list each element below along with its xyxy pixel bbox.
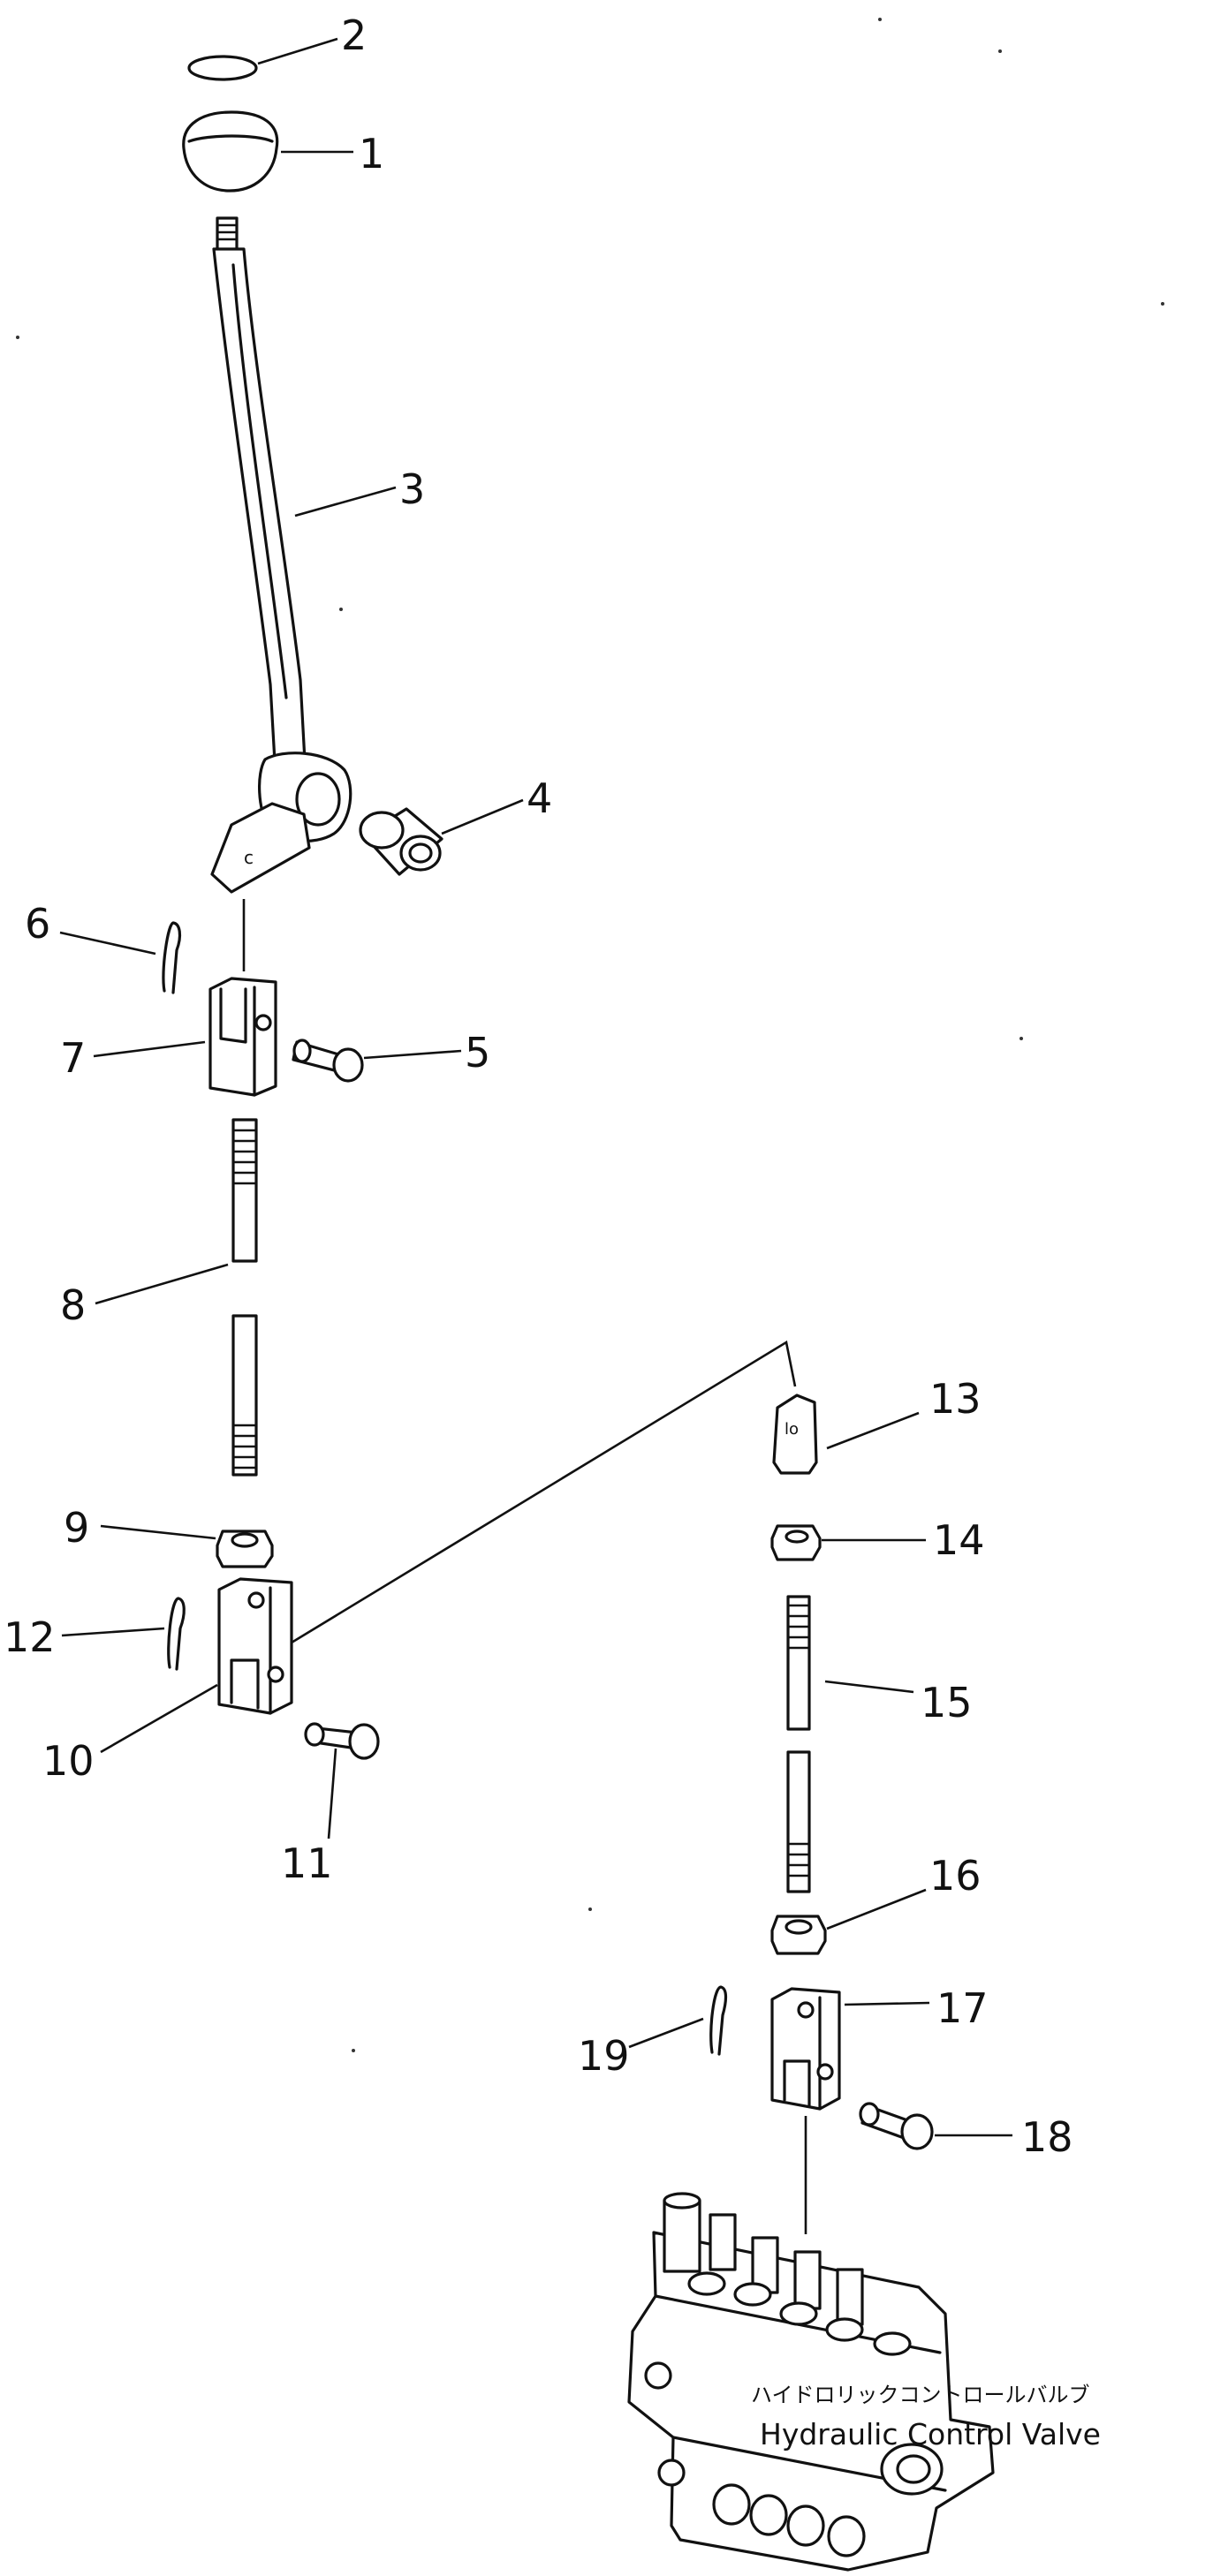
- part-1-knob: [182, 110, 279, 193]
- part-15-rod: [786, 1595, 811, 1893]
- callout-18: 18: [1021, 2113, 1073, 2161]
- scan-specks: [16, 18, 1164, 2052]
- callout-13: 13: [929, 1375, 982, 1423]
- callout-15: 15: [921, 1679, 973, 1726]
- part-11-clevis-pin: [304, 1722, 380, 1760]
- part-14-nut: [770, 1524, 822, 1561]
- leader-lines: [59, 37, 1012, 2137]
- valve-label-jp: ハイドロリックコントロールバルブ: [751, 2383, 1090, 2407]
- callout-4: 4: [527, 774, 552, 822]
- callout-11: 11: [281, 1839, 333, 1887]
- part-16-nut: [770, 1915, 827, 1955]
- svg-text:c: c: [244, 847, 254, 868]
- part-9-nut: [216, 1530, 274, 1568]
- callout-7: 7: [60, 1034, 86, 1082]
- part-7-clevis: [208, 977, 277, 1097]
- callout-1: 1: [359, 130, 384, 178]
- callout-12: 12: [4, 1613, 56, 1661]
- part-12-cotter-pin: [167, 1597, 186, 1671]
- callout-6: 6: [25, 900, 50, 948]
- callout-10: 10: [42, 1737, 95, 1785]
- part-8-rod: [231, 1118, 258, 1477]
- part-6-cotter-pin: [162, 921, 182, 994]
- part-2-seal-ring: [187, 55, 258, 81]
- svg-text:lo: lo: [785, 1420, 799, 1439]
- part-4-bushing: [359, 807, 443, 876]
- part-17-clevis: [770, 1987, 841, 2111]
- callout-5: 5: [465, 1029, 490, 1076]
- link-10-13: [291, 1340, 797, 1644]
- part-18-clevis-pin: [859, 2102, 934, 2150]
- part-13-rod-end: lo: [772, 1394, 818, 1475]
- callout-9: 9: [64, 1504, 89, 1552]
- callout-2: 2: [341, 11, 367, 59]
- callout-14: 14: [933, 1516, 985, 1564]
- callout-19: 19: [578, 2032, 630, 2080]
- valve-label-en: Hydraulic Control Valve: [760, 2417, 1101, 2451]
- part-3-lever: c: [210, 216, 352, 894]
- callout-3: 3: [399, 465, 425, 513]
- callout-16: 16: [929, 1852, 982, 1900]
- part-10-clevis: [217, 1577, 293, 1715]
- callout-8: 8: [60, 1281, 86, 1329]
- part-5-clevis-pin: [292, 1039, 364, 1083]
- callout-17: 17: [936, 1984, 989, 2032]
- hydraulic-control-valve: [627, 2192, 995, 2572]
- part-19-cotter-pin: [709, 1985, 728, 2056]
